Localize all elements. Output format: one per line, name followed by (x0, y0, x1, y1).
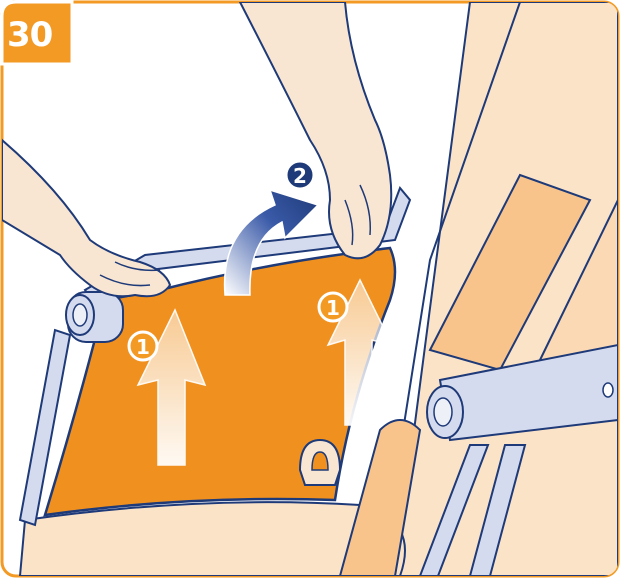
marker-fold-number: 2 (293, 164, 307, 188)
step-number: 30 (7, 18, 52, 52)
marker-lift-left: 1 (129, 332, 157, 360)
d-ring (300, 440, 340, 485)
marker-lift-right: 1 (319, 293, 347, 321)
left-hinge (66, 292, 123, 342)
marker-fold: 2 (286, 161, 314, 189)
marker-lift-right-number: 1 (326, 296, 340, 320)
marker-lift-left-number: 1 (136, 335, 150, 359)
